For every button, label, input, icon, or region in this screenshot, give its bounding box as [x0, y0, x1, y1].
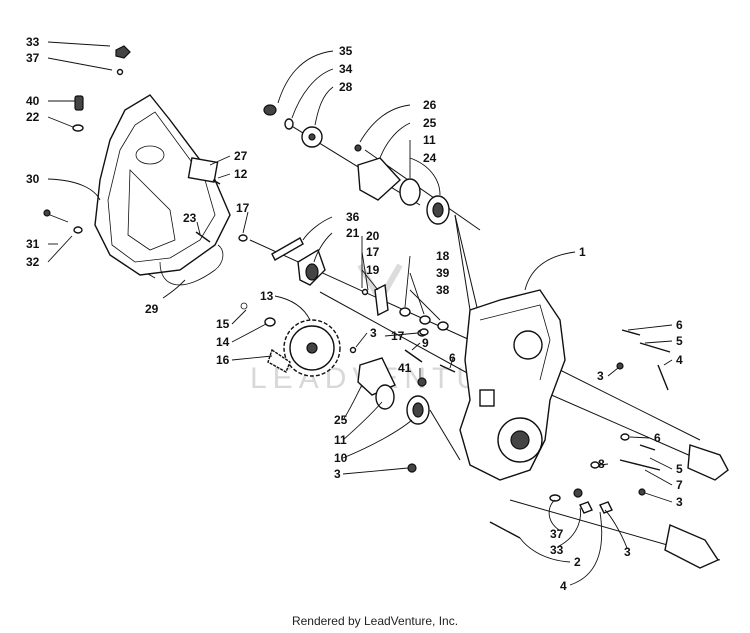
- callout: 21: [346, 226, 360, 240]
- callout: 9: [422, 336, 429, 350]
- callout: 6: [449, 351, 456, 365]
- callout: 29: [145, 302, 159, 316]
- callout: 13: [260, 289, 274, 303]
- callouts: 33 37 40 22 30 31 32 27 12 23 17 29 35 3…: [26, 35, 683, 593]
- lower-bearing-parts: [349, 346, 430, 473]
- callout: 35: [339, 44, 353, 58]
- callout: 12: [234, 167, 248, 181]
- callout: 41: [398, 361, 412, 375]
- callout: 8: [598, 457, 605, 471]
- callout: 17: [366, 245, 380, 259]
- lower-sprocket-assembly: [240, 302, 341, 377]
- shaft-ends: [664, 444, 729, 569]
- housing-fasteners: [489, 329, 671, 539]
- callout: 7: [676, 478, 683, 492]
- callout: 40: [26, 94, 40, 108]
- callout: 1: [579, 245, 586, 259]
- callout: 6: [676, 318, 683, 332]
- callout: 17: [391, 329, 405, 343]
- callout: 25: [423, 116, 437, 130]
- callout: 31: [26, 237, 40, 251]
- callout: 4: [676, 353, 683, 367]
- callout: 23: [183, 211, 197, 225]
- callout: 3: [624, 545, 631, 559]
- cover-hardware: [43, 45, 221, 234]
- callout: 3: [597, 369, 604, 383]
- callout: 33: [26, 35, 40, 49]
- callout: 11: [423, 133, 436, 147]
- callout: 10: [334, 451, 348, 465]
- callout: 34: [339, 62, 353, 76]
- callout: 28: [339, 80, 353, 94]
- chaincase-housing: [459, 289, 566, 481]
- callout: 17: [236, 201, 250, 215]
- tensioner-assembly: [238, 234, 326, 286]
- callout: 15: [216, 317, 230, 331]
- callout: 11: [334, 433, 347, 447]
- callout: 26: [423, 98, 437, 112]
- callout: 4: [560, 579, 567, 593]
- center-hardware: [404, 328, 456, 387]
- spring-clip: [159, 231, 224, 286]
- callout: 39: [436, 266, 450, 280]
- callout: 3: [370, 326, 377, 340]
- callout: 33: [550, 543, 564, 557]
- callout: 16: [216, 353, 230, 367]
- callout: 3: [334, 467, 341, 481]
- callout: 36: [346, 210, 360, 224]
- upper-sprocket-parts: [263, 104, 323, 148]
- leader-lines: [47, 41, 673, 586]
- callout: 20: [366, 229, 380, 243]
- callout: 25: [334, 413, 348, 427]
- callout: 5: [676, 334, 683, 348]
- adjuster-hardware: [361, 283, 449, 337]
- callout: 37: [26, 51, 40, 65]
- callout: 22: [26, 110, 40, 124]
- render-credit: Rendered by LeadVenture, Inc.: [291, 614, 459, 628]
- callout: 19: [366, 263, 380, 277]
- callout: 30: [26, 172, 40, 186]
- chaincase-cover: [94, 94, 231, 276]
- callout: 37: [550, 527, 564, 541]
- callout: 27: [234, 149, 248, 163]
- callout: 3: [676, 495, 683, 509]
- callout: 24: [423, 151, 437, 165]
- callout: 2: [574, 555, 581, 569]
- callout: 6: [654, 431, 661, 445]
- callout: 18: [436, 249, 450, 263]
- upper-bearing-parts: [354, 144, 450, 225]
- callout: 14: [216, 335, 230, 349]
- callout: 38: [436, 283, 450, 297]
- callout: 32: [26, 255, 40, 269]
- callout: 5: [676, 462, 683, 476]
